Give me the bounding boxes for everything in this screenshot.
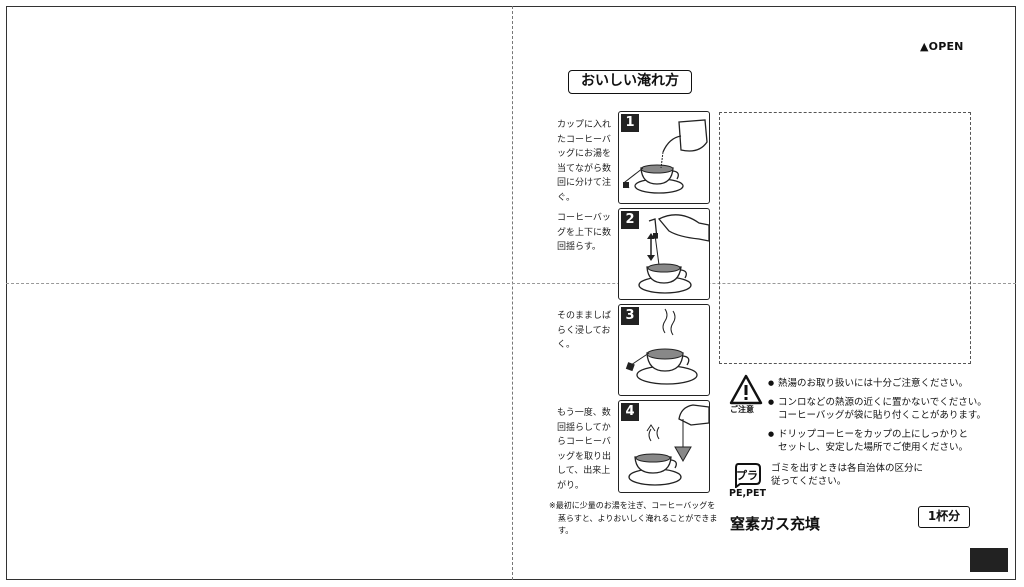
bag-shake-illustration — [638, 214, 709, 294]
trash-notice: ゴミを出すときは各自治体の区分に 従ってください。 — [771, 463, 924, 487]
caution-item: ドリップコーヒーをカップの上にしっかりと セットし、安定した場所でご使用ください… — [768, 428, 988, 455]
step-3-panel: 3 — [618, 304, 710, 396]
warning-icon — [729, 374, 763, 405]
note-line-1: ※最初に少量のお湯を注ぎ、コーヒーバッグを — [549, 501, 716, 510]
serving-badge: 1杯分 — [918, 506, 970, 528]
caution-item: コンロなどの熱源の近くに置かないでください。 コーヒーバッグが袋に貼り付くことが… — [768, 396, 988, 423]
horizontal-fold-line — [6, 283, 1016, 284]
recycle-mark-text: プラ — [736, 468, 758, 482]
material-label: PE,PET — [729, 488, 766, 499]
step-1-panel: 1 — [618, 111, 710, 204]
package-outline — [6, 6, 1016, 580]
brew-title: おいしい淹れ方 — [568, 70, 692, 94]
step-2-number: 2 — [621, 211, 639, 229]
print-area — [719, 112, 971, 364]
caution-label: ご注意 — [730, 405, 754, 414]
step-2-text: コーヒーバッグを上下に数回揺らす。 — [557, 213, 612, 252]
vertical-fold-line — [512, 6, 513, 580]
plastic-recycle-icon: プラ — [735, 463, 761, 488]
nitrogen-fill-label: 窒素ガス充填 — [730, 515, 821, 533]
note-line-2: 蒸らすと、よりおいしく淹れることができます。 — [558, 513, 718, 536]
kettle-pour-illustration — [623, 119, 708, 194]
caution-item: 熱湯のお取り扱いには十分ご注意ください。 — [768, 377, 988, 391]
step-4-panel: 4 — [618, 400, 710, 493]
open-marker: ▲OPEN — [920, 40, 964, 53]
remove-bag-illustration — [628, 404, 709, 486]
step-4-number: 4 — [621, 403, 639, 421]
steep-illustration — [625, 308, 698, 385]
brew-note: ※最初に少量のお湯を注ぎ、コーヒーバッグを 蒸らすと、よりおいしく淹れることがで… — [549, 500, 727, 538]
step-4-text: もう一度、数回揺らしてからコーヒーバッグを取り出して、出来上がり。 — [557, 408, 612, 491]
step-3-text: そのまましばらく浸しておく。 — [557, 311, 612, 350]
registration-mark — [970, 548, 1008, 572]
caution-list: 熱湯のお取り扱いには十分ご注意ください。 コンロなどの熱源の近くに置かないでくだ… — [768, 377, 988, 460]
step-1-number: 1 — [621, 114, 639, 132]
step-3-number: 3 — [621, 307, 639, 325]
step-1-text: カップに入れたコーヒーバッグにお湯を当てながら数回に分けて注ぐ。 — [557, 120, 612, 203]
step-2-panel: 2 — [618, 208, 710, 300]
